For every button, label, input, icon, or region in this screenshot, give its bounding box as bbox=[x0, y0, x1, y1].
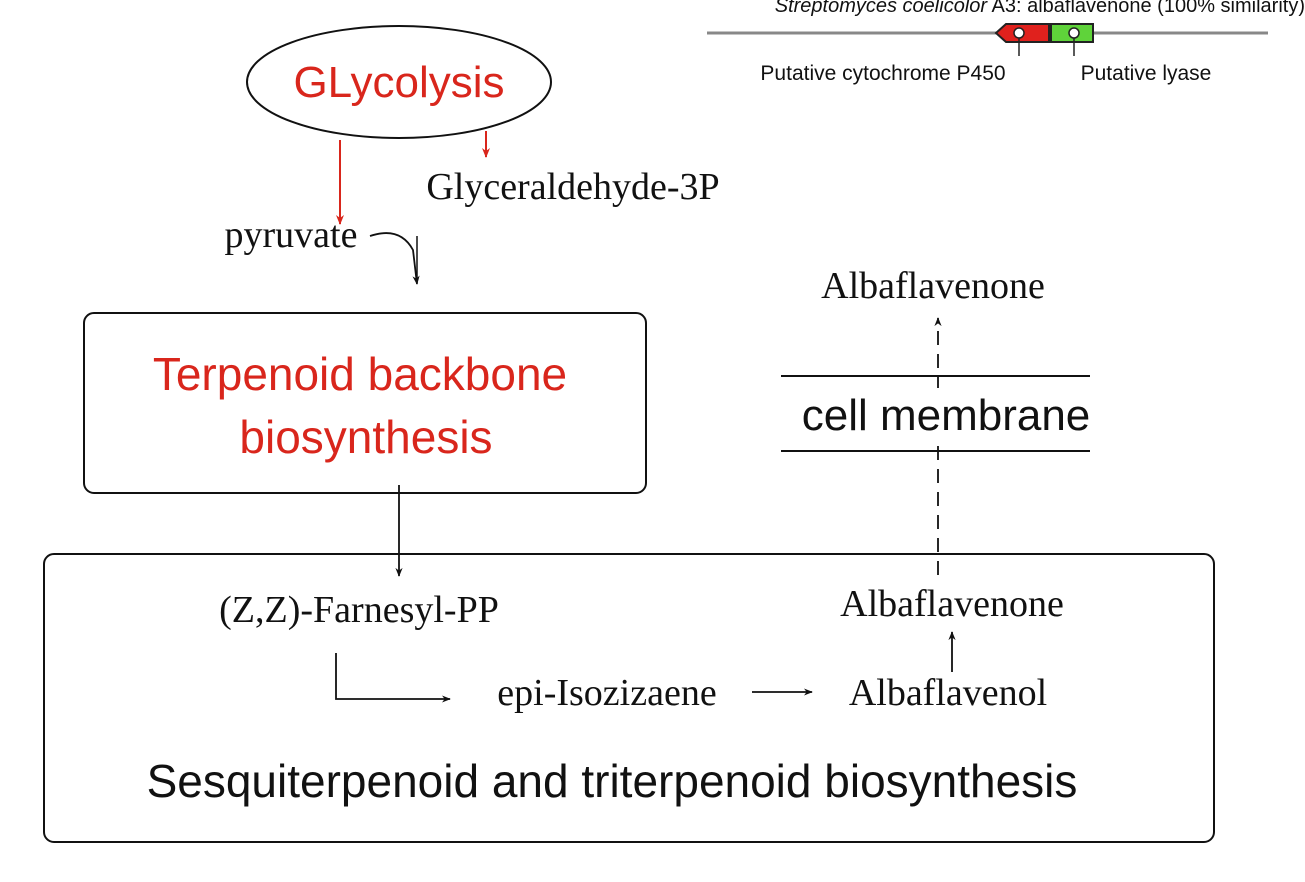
terpenoid-label-line1: Terpenoid backbone bbox=[153, 348, 567, 400]
albaflavenol-label: Albaflavenol bbox=[849, 672, 1047, 714]
sesquiterpenoid-box bbox=[43, 553, 1215, 843]
p450-gene-marker-icon bbox=[1013, 27, 1025, 39]
pyruvate-to-terpenoid-arrow bbox=[369, 232, 420, 285]
glycolysis-label: GLycolysis bbox=[293, 58, 504, 107]
gene-cluster-title: Streptomyces coelicolor A3: albaflavenon… bbox=[775, 0, 1305, 17]
gene-cluster: Streptomyces coelicolor A3: albaflavenon… bbox=[707, 0, 1305, 85]
membrane-label-backdrop bbox=[900, 388, 976, 440]
albaflavenone-inner-label: Albaflavenone bbox=[840, 583, 1064, 625]
lyase-gene-label: Putative lyase bbox=[1081, 62, 1212, 85]
albaflavenone-outer-label: Albaflavenone bbox=[821, 265, 1045, 307]
terpenoid-label-line2: biosynthesis bbox=[239, 411, 492, 463]
pyruvate-label: pyruvate bbox=[225, 214, 358, 256]
sesquiterpenoid-label: Sesquiterpenoid and triterpenoid biosynt… bbox=[147, 755, 1078, 807]
lyase-gene-marker-icon bbox=[1068, 27, 1080, 39]
glyceraldehyde-3p-label: Glyceraldehyde-3P bbox=[426, 166, 719, 208]
farnesyl-pp-label: (Z,Z)-Farnesyl-PP bbox=[219, 589, 499, 631]
epi-isozizaene-label: epi-Isozizaene bbox=[497, 672, 716, 714]
cluster-description: A3: albaflavenone (100% similarity) bbox=[987, 0, 1305, 17]
farnesyl-to-isozizaene-arrow bbox=[335, 653, 451, 703]
cell-membrane-label: cell membrane bbox=[802, 391, 1091, 440]
species-name: Streptomyces coelicolor bbox=[775, 0, 989, 17]
glycolysis-ellipse bbox=[246, 25, 552, 139]
p450-gene-label: Putative cytochrome P450 bbox=[760, 62, 1005, 85]
terpenoid-backbone-box bbox=[83, 312, 647, 494]
